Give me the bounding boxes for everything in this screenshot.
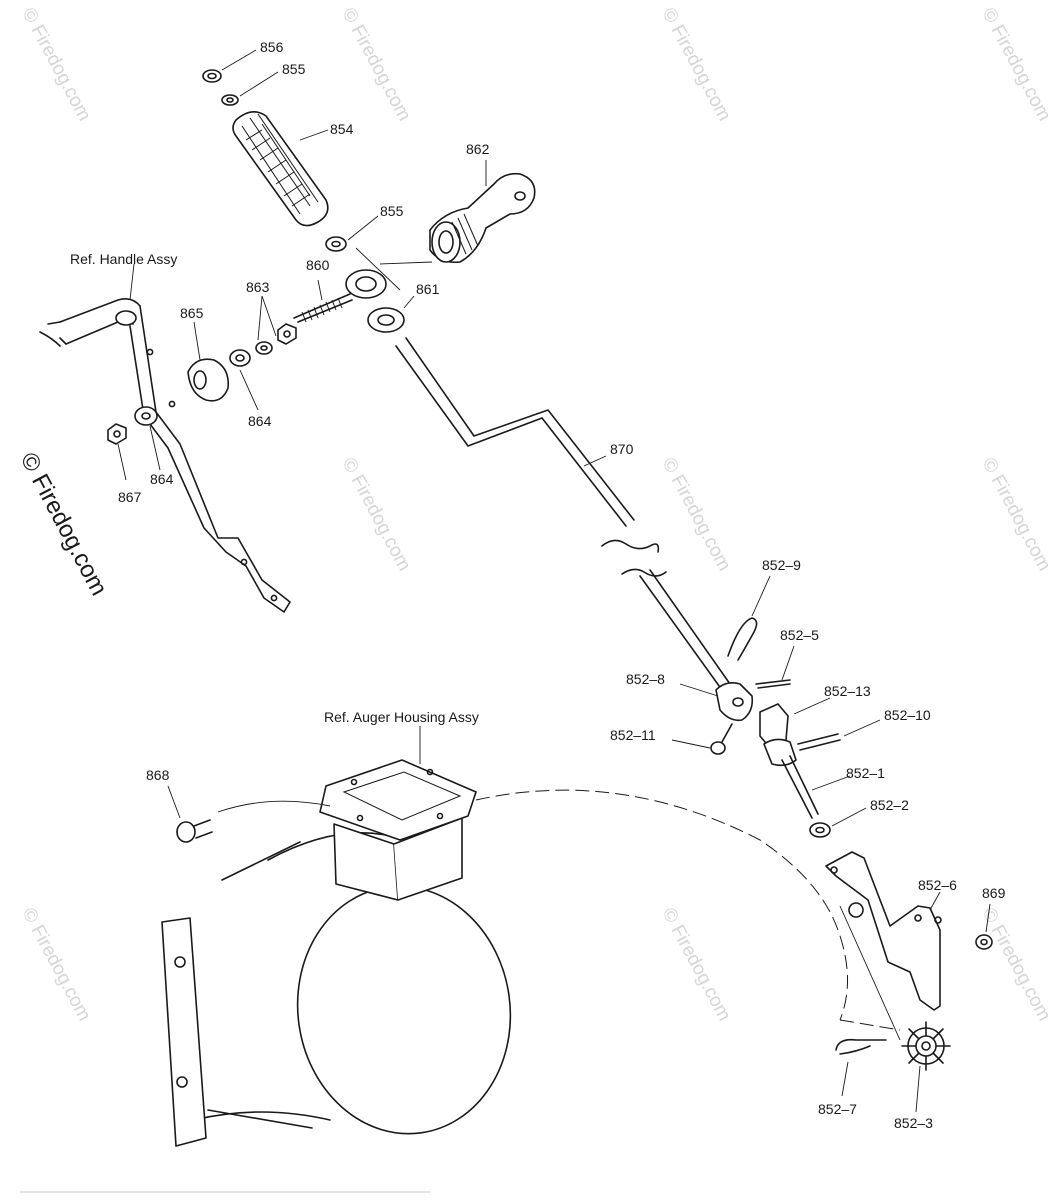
label-852-5: 852–5 [780, 627, 819, 643]
label-852-11: 852–11 [610, 727, 656, 743]
label-854: 854 [330, 121, 354, 137]
label-865: 865 [180, 305, 204, 321]
label-852-8: 852–8 [626, 671, 665, 687]
ref-handle-assy: Ref. Handle Assy [70, 251, 177, 267]
watermark-4: © Firedog.com [978, 4, 1051, 124]
leader-lines [117, 49, 991, 1113]
watermark-6: © Firedog.com [658, 454, 735, 574]
label-860: 860 [306, 257, 330, 273]
label-855-mid: 855 [380, 203, 404, 219]
watermark-layer: © Firedog.com © Firedog.com © Firedog.co… [15, 4, 1051, 1024]
watermark-3: © Firedog.com [658, 4, 735, 124]
grip-and-washers [202, 69, 347, 252]
label-852-13: 852–13 [824, 683, 871, 699]
label-852-6: 852–6 [918, 877, 957, 893]
label-864-right: 864 [248, 413, 272, 429]
label-852-9: 852–9 [762, 557, 801, 573]
label-868: 868 [146, 767, 170, 783]
watermark-8: © Firedog.com [18, 904, 95, 1024]
label-852-1: 852–1 [846, 765, 885, 781]
label-861: 861 [416, 281, 440, 297]
ref-auger-housing-assy: Ref. Auger Housing Assy [324, 709, 479, 725]
watermark-5: © Firedog.com [338, 454, 415, 574]
lower-linkage [710, 617, 993, 1071]
control-rod [355, 247, 731, 691]
label-852-7: 852–7 [818, 1101, 857, 1117]
label-869: 869 [982, 885, 1006, 901]
auger-housing [161, 759, 901, 1147]
pinion-gear [901, 1021, 951, 1071]
watermark-1: © Firedog.com [18, 4, 95, 124]
label-852-3: 852–3 [894, 1115, 933, 1131]
label-863: 863 [246, 279, 270, 295]
label-855-top: 855 [282, 61, 306, 77]
label-864-left: 864 [150, 471, 174, 487]
handle-assembly [39, 298, 291, 613]
label-856: 856 [260, 39, 284, 55]
label-852-10: 852–10 [884, 707, 931, 723]
watermark-prominent: © Firedog.com [15, 448, 113, 600]
pivot-and-spring [107, 172, 536, 445]
watermark-11: © Firedog.com [978, 904, 1051, 1024]
label-862: 862 [466, 141, 490, 157]
label-852-2: 852–2 [870, 797, 909, 813]
label-870: 870 [610, 441, 634, 457]
watermark-10: © Firedog.com [658, 904, 735, 1024]
label-867: 867 [118, 489, 142, 505]
watermark-2: © Firedog.com [338, 4, 415, 124]
watermark-7: © Firedog.com [978, 454, 1051, 574]
part-labels: 856 855 854 862 855 Ref. Handle Assy 860… [70, 39, 1006, 1131]
